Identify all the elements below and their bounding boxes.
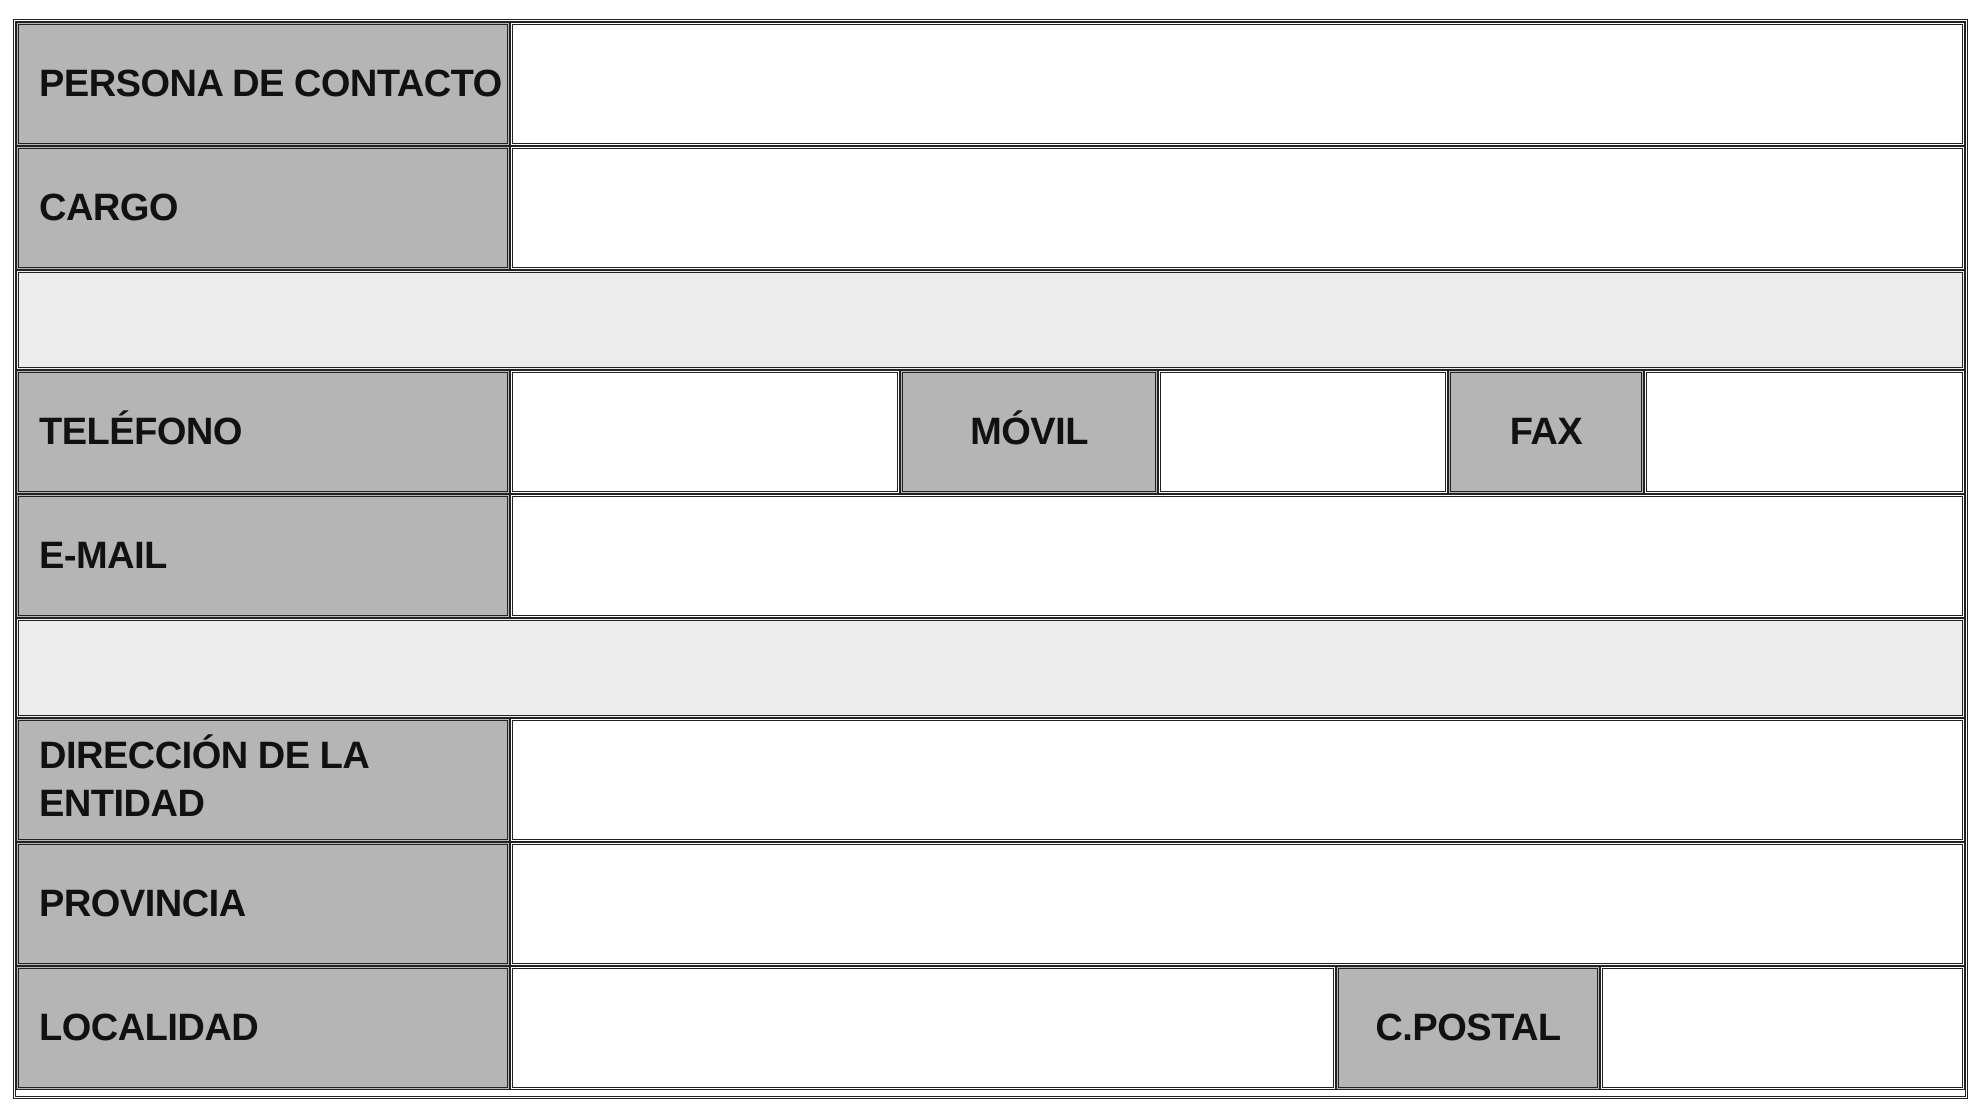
- persona-label: PERSONA DE CONTACTO: [16, 22, 510, 146]
- cpostal-label: C.POSTAL: [1336, 966, 1600, 1090]
- localidad-label: LOCALIDAD: [16, 966, 510, 1090]
- movil-field[interactable]: [1158, 370, 1448, 494]
- fax-field[interactable]: [1644, 370, 1965, 494]
- telefono-field[interactable]: [510, 370, 900, 494]
- spacer-row-1: [16, 270, 1965, 370]
- email-field[interactable]: [510, 494, 1965, 618]
- row-cargo: CARGO: [16, 146, 1965, 270]
- spacer-band: [16, 270, 1965, 370]
- row-email: E-MAIL: [16, 494, 1965, 618]
- cargo-label: CARGO: [16, 146, 510, 270]
- direccion-label: DIRECCIÓN DE LA ENTIDAD: [16, 718, 510, 842]
- row-direccion: DIRECCIÓN DE LA ENTIDAD: [16, 718, 1965, 842]
- row-persona: PERSONA DE CONTACTO: [16, 22, 1965, 146]
- telefono-label: TELÉFONO: [16, 370, 510, 494]
- row-provincia: PROVINCIA: [16, 842, 1965, 966]
- cargo-field[interactable]: [510, 146, 1965, 270]
- row-localidad: LOCALIDAD C.POSTAL: [16, 966, 1965, 1090]
- contact-form-table: PERSONA DE CONTACTO CARGO TELÉFONO MÓVIL…: [13, 19, 1968, 1099]
- email-label: E-MAIL: [16, 494, 510, 618]
- spacer-row-2: [16, 618, 1965, 718]
- persona-field[interactable]: [510, 22, 1965, 146]
- direccion-field[interactable]: [510, 718, 1965, 842]
- movil-label: MÓVIL: [900, 370, 1158, 494]
- cpostal-field[interactable]: [1600, 966, 1965, 1090]
- provincia-label: PROVINCIA: [16, 842, 510, 966]
- row-telefono: TELÉFONO MÓVIL FAX: [16, 370, 1965, 494]
- spacer-band: [16, 618, 1965, 718]
- fax-label: FAX: [1448, 370, 1644, 494]
- provincia-field[interactable]: [510, 842, 1965, 966]
- localidad-field[interactable]: [510, 966, 1336, 1090]
